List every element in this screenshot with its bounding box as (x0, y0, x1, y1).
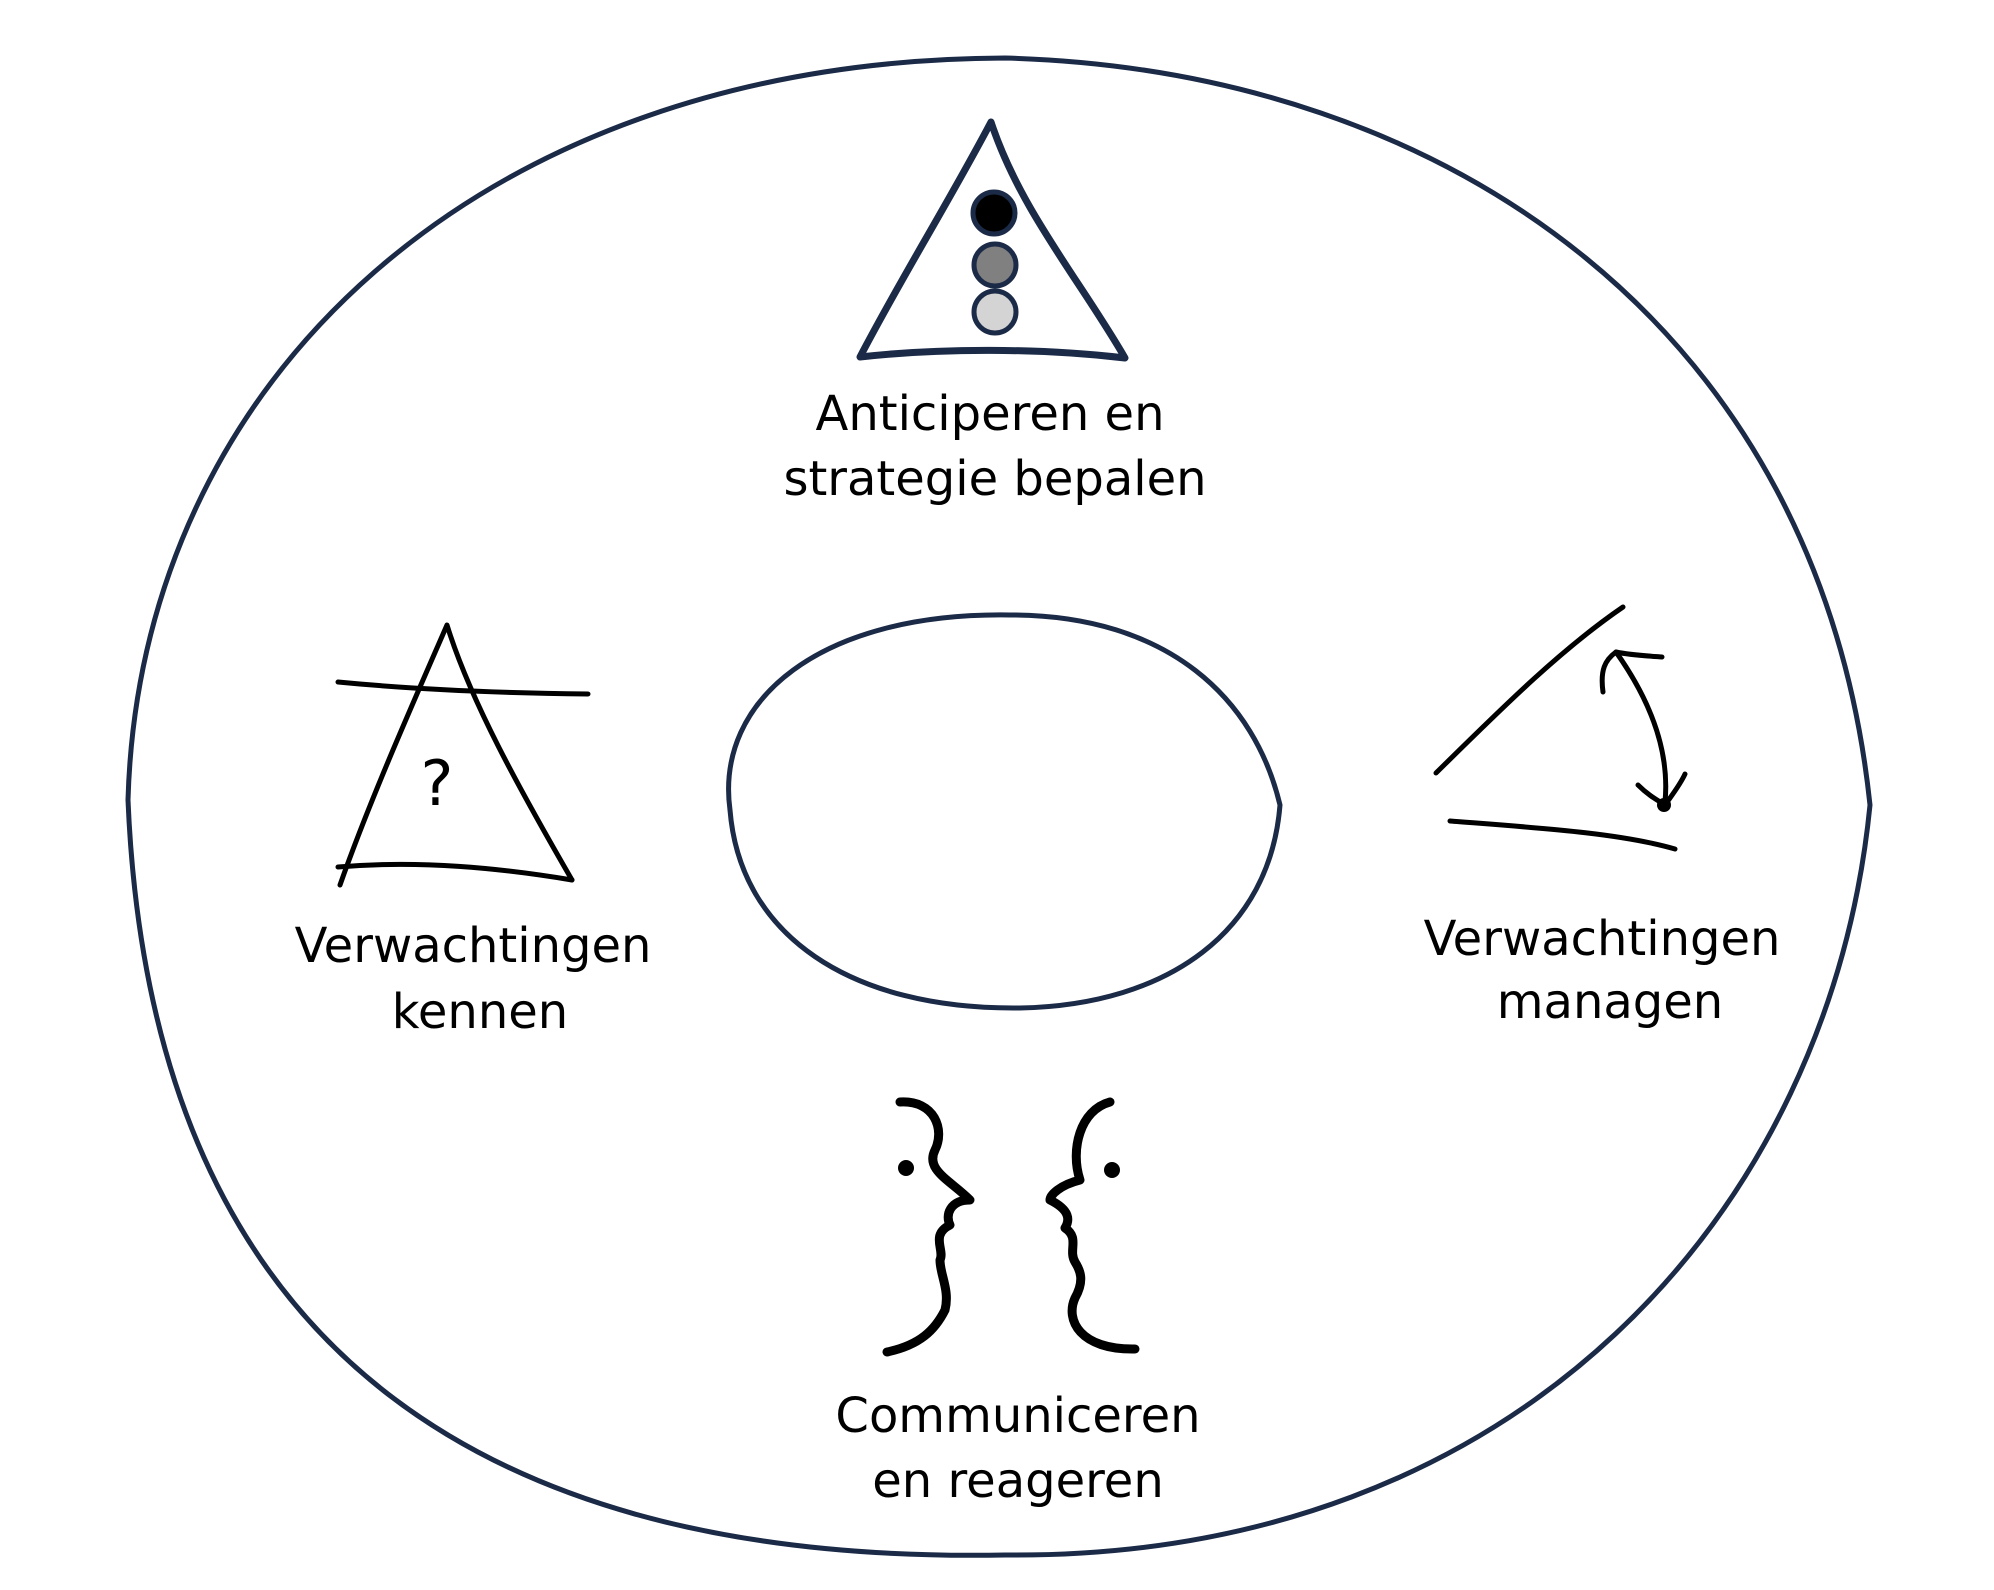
angle-arrow-icon (1433, 604, 1688, 852)
angle-arrowhead-top (1599, 649, 1665, 695)
dot-light (971, 288, 1019, 336)
dot-mid (971, 241, 1019, 289)
inner-ring (726, 612, 1283, 1011)
outer-ring (125, 55, 1873, 1558)
angle-upper-line (1433, 604, 1626, 776)
top-node-label-line2: strategie bepalen (783, 451, 1206, 507)
traffic-light-triangle-icon (856, 118, 1129, 362)
left-triangle-top-line (335, 679, 591, 697)
left-triangle-base (335, 861, 575, 883)
facing-faces-icon (882, 1097, 1140, 1357)
angle-arc (1613, 649, 1669, 805)
bottom-node-label-line2: en reageren (872, 1453, 1163, 1509)
question-mark: ? (421, 747, 454, 820)
left-triangle-sides (337, 622, 575, 888)
dot-dark (970, 189, 1018, 237)
left-face-profile (882, 1097, 975, 1357)
bottom-node-label-line1: Communiceren (835, 1388, 1200, 1444)
left-node-label-line1: Verwachtingen (295, 918, 652, 974)
right-face-eye (1104, 1162, 1120, 1178)
top-triangle (856, 118, 1129, 362)
top-node-label-line1: Anticiperen en (816, 386, 1165, 442)
right-node-label-line2: managen (1497, 974, 1723, 1030)
question-triangle-icon: ? (335, 622, 591, 888)
left-face-eye (898, 1160, 914, 1176)
left-node-label-line2: kennen (392, 984, 568, 1040)
angle-vertex-dot (1657, 798, 1671, 812)
right-node-label-line1: Verwachtingen (1424, 911, 1781, 967)
right-face-profile (1045, 1097, 1140, 1354)
angle-lower-line (1447, 818, 1678, 852)
